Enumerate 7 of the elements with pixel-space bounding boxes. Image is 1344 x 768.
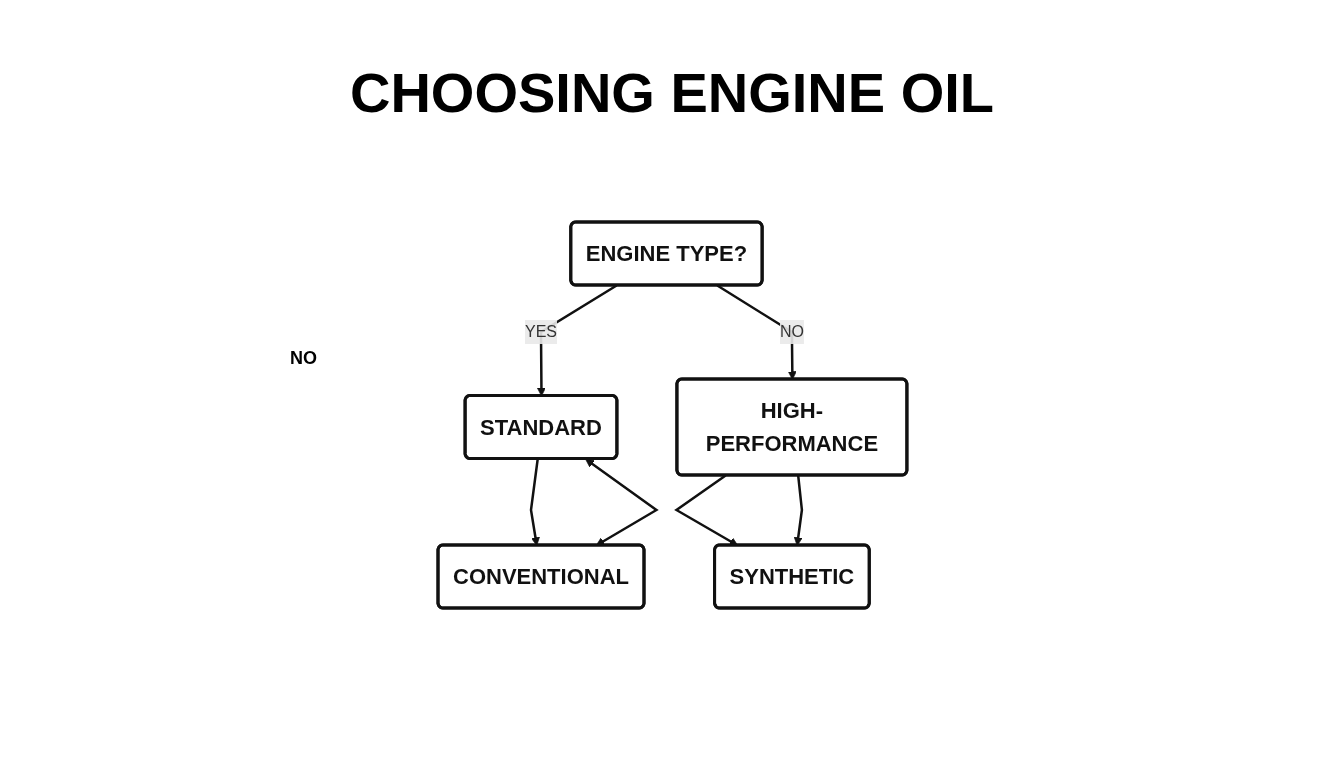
edge-label: NO	[779, 323, 804, 340]
diagram-title: CHOOSING ENGINE OIL	[348, 60, 996, 125]
arrow	[529, 458, 540, 546]
arrow	[793, 475, 803, 546]
arrow	[584, 458, 659, 546]
edge-label: YES	[524, 323, 557, 340]
branch-label: NO	[290, 348, 317, 368]
